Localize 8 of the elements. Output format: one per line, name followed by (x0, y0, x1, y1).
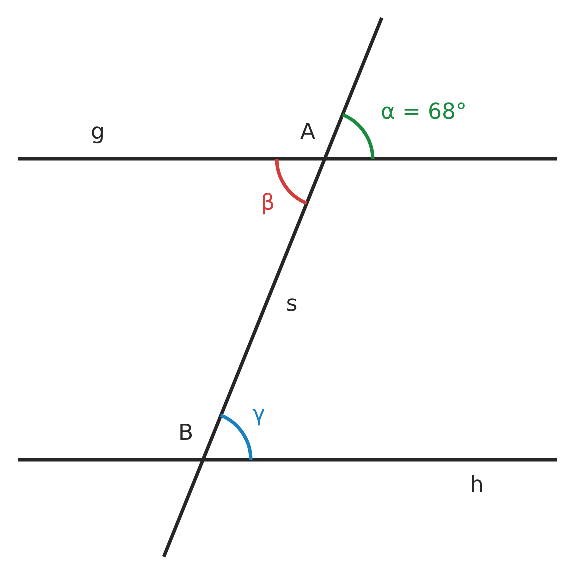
angle-label: γ (252, 404, 266, 426)
point-name: B (178, 423, 194, 445)
line-name: s (286, 294, 298, 316)
point-name: A (300, 122, 316, 144)
angle-label: β (260, 193, 276, 215)
line-name: h (470, 475, 484, 497)
angle-label: α = 68° (381, 102, 467, 124)
line-name: g (91, 122, 105, 144)
